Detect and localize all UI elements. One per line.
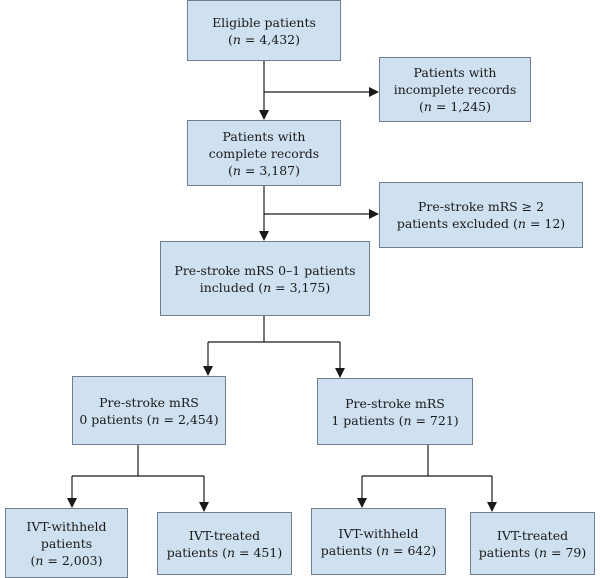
- n-symbol: n: [423, 99, 432, 114]
- incomplete-count: (n = 1,245): [418, 99, 492, 114]
- mrs1-treated-line2-prefix: patients (: [478, 544, 539, 560]
- complete-count: (n = 3,187): [227, 162, 301, 178]
- box-mrs0-patients: Pre-stroke mRS 0 patients (n = 2,454): [72, 376, 226, 445]
- box-mrs1-ivt-withheld: IVT-withheld patients (n = 642): [311, 508, 446, 575]
- eligible-line1: Eligible patients: [212, 14, 316, 30]
- count-value: = 3,175): [271, 279, 331, 295]
- count-value: = 642): [389, 542, 437, 558]
- count-value: = 79): [547, 544, 587, 560]
- count-value: = 12): [525, 216, 566, 231]
- mrs0-line2-prefix: 0 patients (: [79, 411, 152, 427]
- mrs0-withheld-line1: IVT-withheld: [26, 518, 107, 534]
- eligible-count: (n = 4,432): [227, 31, 301, 47]
- box-excluded-patients: Pre-stroke mRS ≥ 2 patients excluded (n …: [379, 182, 583, 248]
- box-mrs1-ivt-treated: IVT-treated patients (n = 79): [470, 512, 595, 575]
- mrs0-withheld-count: (n = 2,003): [30, 552, 103, 568]
- complete-line1: Patients with: [222, 128, 306, 144]
- n-symbol: n: [538, 544, 548, 560]
- n-symbol: n: [227, 544, 236, 560]
- mrs1-line1: Pre-stroke mRS: [345, 395, 445, 411]
- n-symbol: n: [381, 542, 390, 558]
- mrs0-line1: Pre-stroke mRS: [99, 394, 199, 410]
- mrs1-line2-prefix: 1 patients (: [331, 412, 404, 428]
- box-incomplete-records: Patients with incomplete records (n = 1,…: [379, 57, 531, 122]
- mrs0-treated-line2-prefix: patients (: [166, 544, 227, 560]
- incomplete-line1: Patients with: [413, 65, 497, 80]
- box-mrs0-ivt-withheld: IVT-withheld patients (n = 2,003): [5, 508, 128, 578]
- count-value: = 451): [235, 544, 283, 560]
- n-symbol: n: [35, 552, 44, 568]
- incomplete-line2: incomplete records: [393, 82, 517, 97]
- n-symbol: n: [232, 31, 241, 47]
- mrs1-line2: 1 patients (n = 721): [331, 412, 458, 429]
- mrs0-treated-line1: IVT-treated: [188, 527, 261, 543]
- box-eligible-patients: Eligible patients (n = 4,432): [187, 0, 341, 61]
- count-value: = 721): [411, 412, 459, 428]
- included-line1: Pre-stroke mRS 0–1 patients: [174, 262, 356, 278]
- mrs1-treated-line1: IVT-treated: [496, 527, 569, 543]
- count-value: = 1,245): [431, 99, 492, 114]
- excluded-line2: patients excluded (n = 12): [397, 215, 565, 232]
- box-included-patients: Pre-stroke mRS 0–1 patients included (n …: [160, 241, 370, 316]
- n-symbol: n: [263, 279, 272, 295]
- box-mrs1-patients: Pre-stroke mRS 1 patients (n = 721): [317, 378, 473, 445]
- mrs1-treated-line2: patients (n = 79): [479, 544, 586, 561]
- mrs0-line2: 0 patients (n = 2,454): [79, 411, 218, 428]
- included-line2-prefix: included (: [199, 279, 264, 295]
- count-value: = 3,187): [240, 162, 301, 178]
- mrs1-withheld-line2: patients (n = 642): [321, 542, 436, 559]
- excluded-line2-prefix: patients excluded (: [396, 216, 518, 231]
- box-complete-records: Patients with complete records (n = 3,18…: [187, 120, 341, 186]
- n-symbol: n: [403, 412, 412, 428]
- box-mrs0-ivt-treated: IVT-treated patients (n = 451): [157, 512, 292, 575]
- included-line2: included (n = 3,175): [200, 279, 331, 296]
- mrs0-withheld-line2: patients: [40, 535, 93, 551]
- count-value: = 2,003): [43, 552, 103, 568]
- excluded-line1: Pre-stroke mRS ≥ 2: [417, 199, 545, 214]
- n-symbol: n: [232, 162, 241, 178]
- n-symbol: n: [151, 411, 160, 427]
- count-value: = 2,454): [159, 411, 219, 427]
- count-value: = 4,432): [240, 31, 301, 47]
- complete-line2: complete records: [208, 145, 320, 161]
- mrs0-treated-line2: patients (n = 451): [167, 544, 282, 561]
- mrs1-withheld-line1: IVT-withheld: [338, 525, 419, 541]
- n-symbol: n: [517, 216, 526, 231]
- mrs1-withheld-line2-prefix: patients (: [320, 542, 381, 558]
